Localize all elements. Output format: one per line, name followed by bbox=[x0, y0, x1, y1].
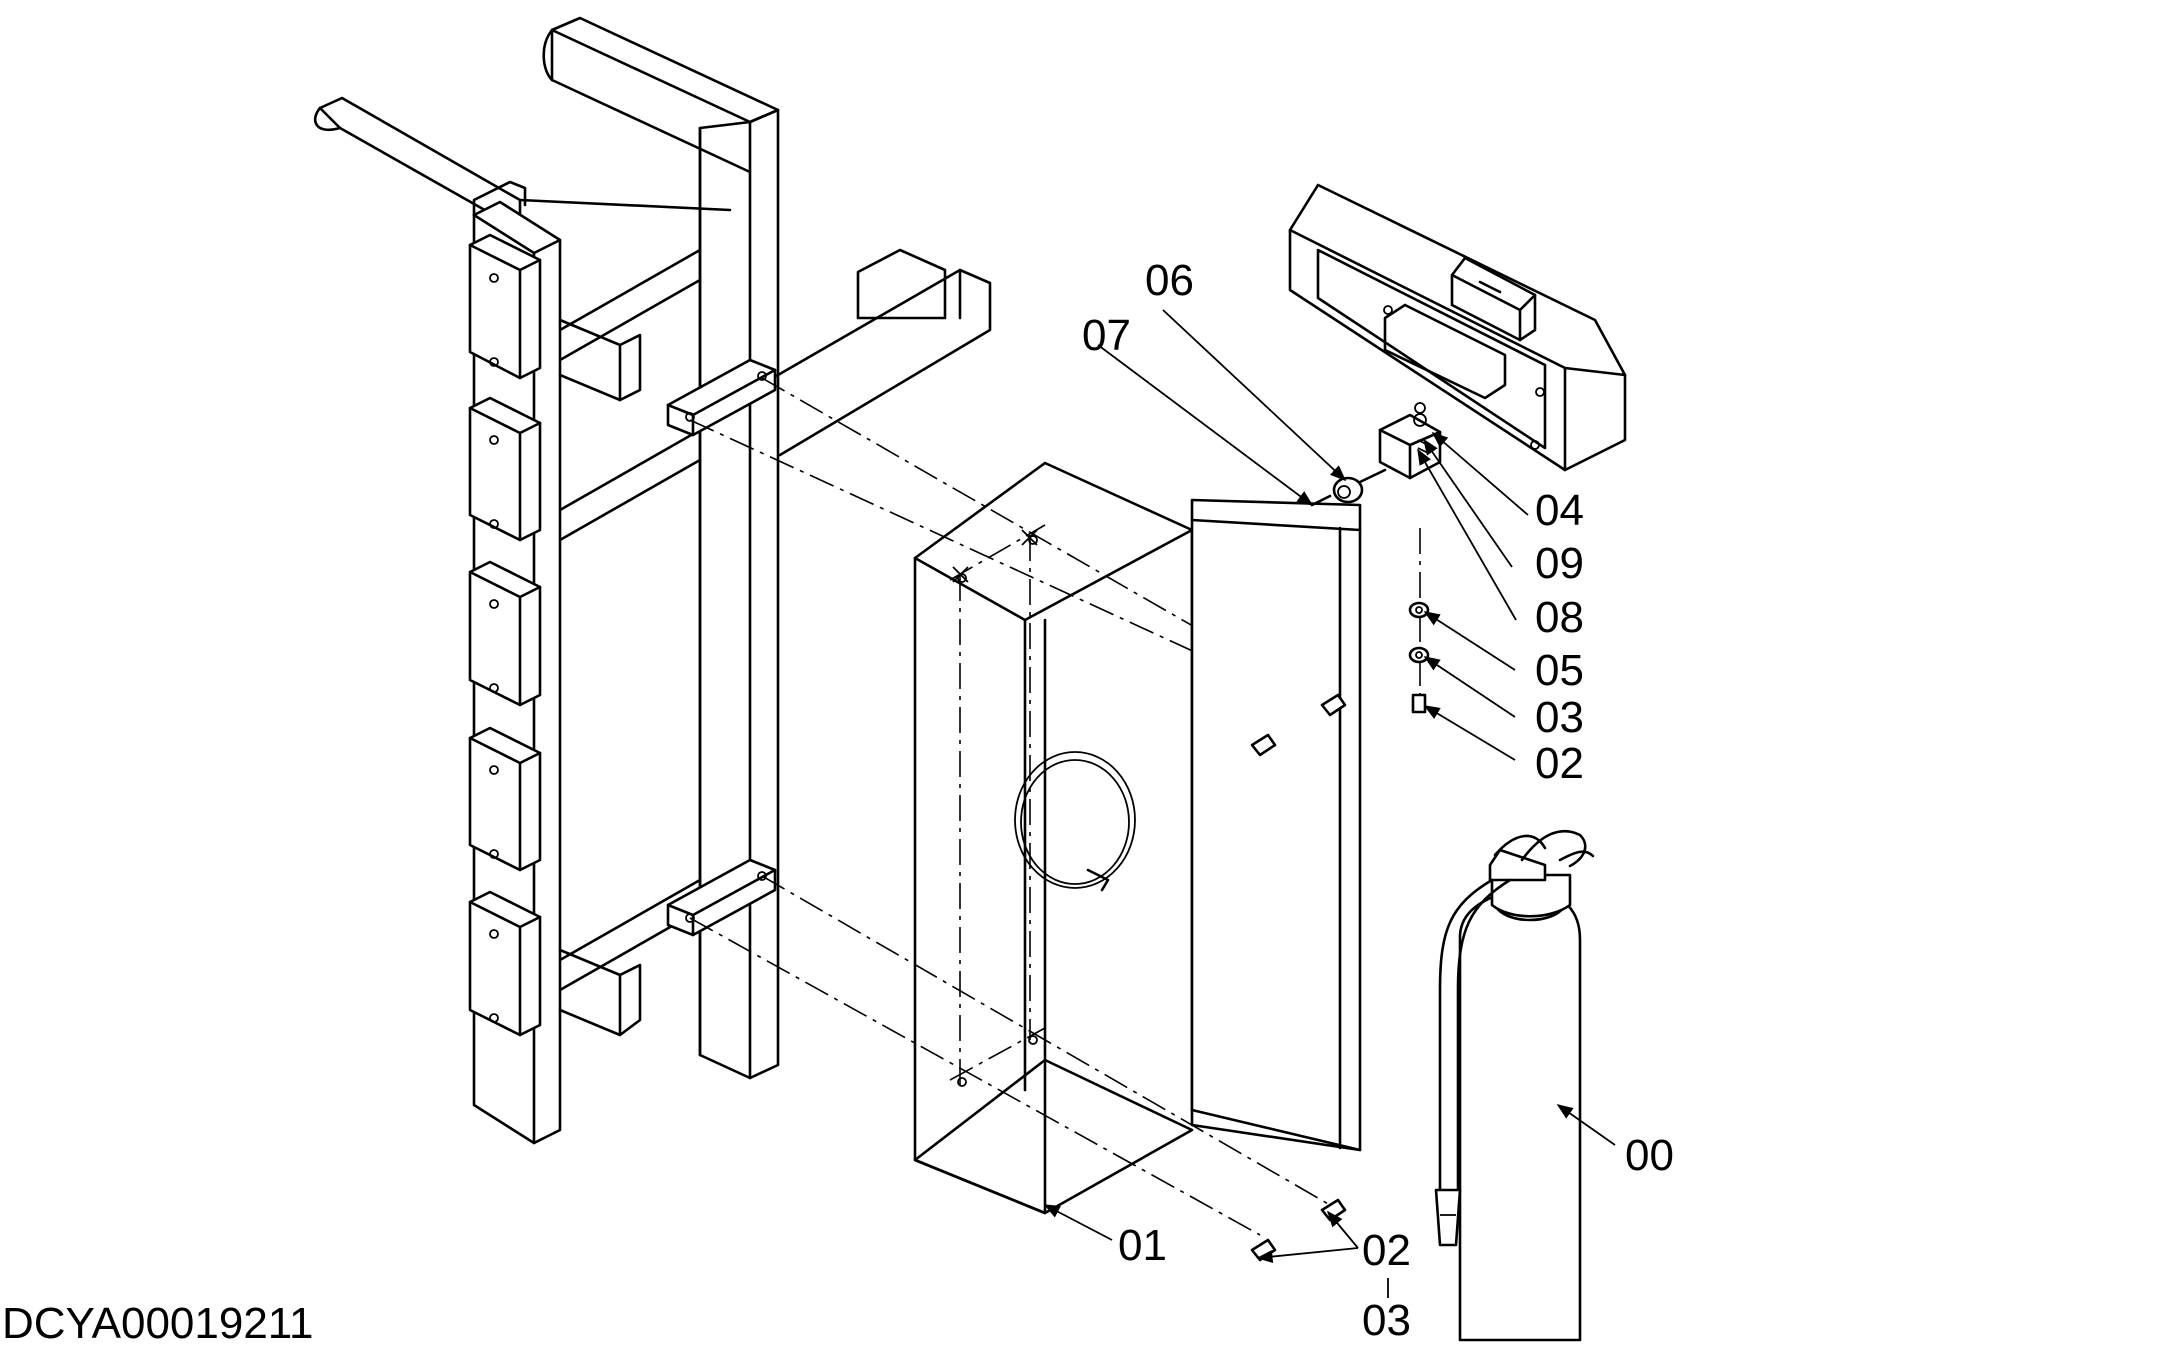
callout-04: 04 bbox=[1535, 486, 1584, 535]
callout-00: 00 bbox=[1625, 1131, 1674, 1180]
callout-02-bottom: 02 bbox=[1362, 1226, 1411, 1275]
callout-03-bottom: 03 bbox=[1362, 1296, 1411, 1345]
hardware-stack bbox=[1408, 601, 1430, 714]
leader-lines bbox=[1043, 309, 1616, 1298]
bushing-and-screw bbox=[1310, 468, 1387, 507]
callout-labels: 06 07 04 09 08 05 03 02 00 01 02 03 bbox=[1082, 256, 1674, 1345]
callout-01: 01 bbox=[1118, 1221, 1167, 1270]
callout-02-side: 02 bbox=[1535, 739, 1584, 788]
lower-mount-bracket bbox=[666, 858, 777, 937]
callout-07: 07 bbox=[1082, 311, 1131, 360]
step-1 bbox=[468, 233, 542, 380]
step-2 bbox=[468, 396, 542, 542]
callout-06: 06 bbox=[1145, 256, 1194, 305]
step-5 bbox=[468, 890, 542, 1037]
light-box bbox=[1288, 183, 1627, 472]
light-bracket bbox=[1378, 402, 1442, 480]
upper-mount-bracket bbox=[666, 358, 777, 437]
extinguisher-cabinet bbox=[913, 461, 1362, 1215]
callout-03-side: 03 bbox=[1535, 693, 1584, 742]
fire-extinguisher bbox=[1434, 829, 1595, 1342]
callout-09: 09 bbox=[1535, 539, 1584, 588]
drawing-id: DCYA00019211 bbox=[2, 1299, 313, 1345]
ladder-frame bbox=[314, 16, 992, 1145]
ladder-steps bbox=[468, 233, 542, 1037]
step-3 bbox=[468, 560, 542, 707]
callout-05: 05 bbox=[1535, 646, 1584, 695]
callout-08: 08 bbox=[1535, 593, 1584, 642]
step-4 bbox=[468, 726, 542, 872]
